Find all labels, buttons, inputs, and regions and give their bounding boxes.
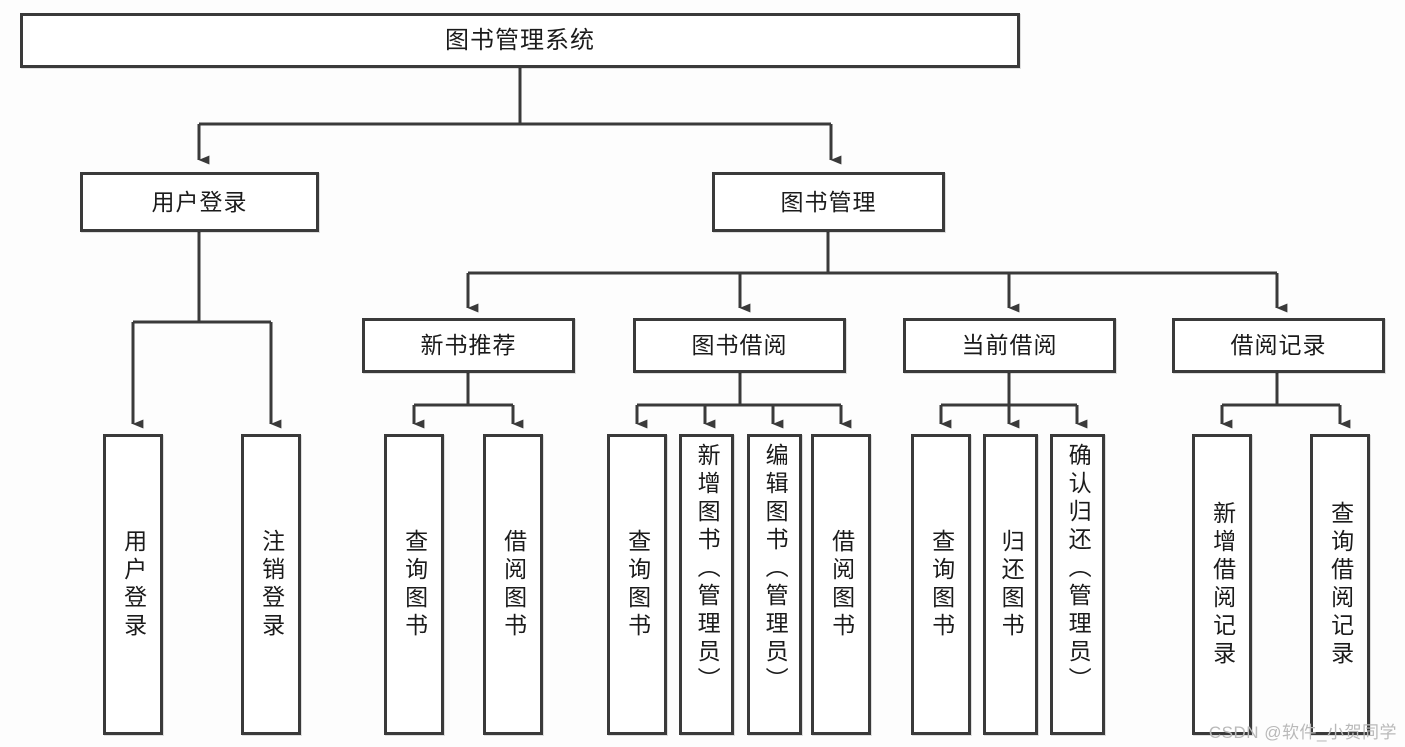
node-leaf-edit-book[interactable]: 编辑图书（管理员） xyxy=(747,434,802,735)
node-label: 用户登录 xyxy=(120,528,147,641)
node-leaf-query-book-1[interactable]: 查询图书 xyxy=(384,434,444,735)
node-label: 用户登录 xyxy=(151,188,248,215)
node-label: 新增图书（管理员） xyxy=(694,443,721,695)
node-label: 图书管理 xyxy=(780,188,877,215)
node-label: 借阅图书 xyxy=(500,528,527,641)
node-label: 新增借阅记录 xyxy=(1209,500,1236,669)
node-label: 编辑图书（管理员） xyxy=(762,443,789,695)
node-leaf-user-login[interactable]: 用户登录 xyxy=(103,434,163,735)
node-leaf-confirm-return[interactable]: 确认归还（管理员） xyxy=(1050,434,1105,735)
node-leaf-add-borrow-record[interactable]: 新增借阅记录 xyxy=(1192,434,1252,735)
node-root-system[interactable]: 图书管理系统 xyxy=(20,13,1020,68)
node-label: 确认归还（管理员） xyxy=(1065,443,1092,695)
csdn-watermark: CSDN @软件_小贺同学 xyxy=(1208,723,1397,742)
node-leaf-add-book[interactable]: 新增图书（管理员） xyxy=(679,434,734,735)
node-label: 当前借阅 xyxy=(961,332,1058,358)
node-label: 注销登录 xyxy=(258,528,285,641)
node-leaf-borrow-book-1[interactable]: 借阅图书 xyxy=(483,434,543,735)
node-label: 查询图书 xyxy=(928,528,955,641)
node-new-book-recommend[interactable]: 新书推荐 xyxy=(362,318,575,373)
node-label: 新书推荐 xyxy=(420,332,517,358)
node-leaf-return-book[interactable]: 归还图书 xyxy=(983,434,1038,735)
node-current-borrow[interactable]: 当前借阅 xyxy=(903,318,1116,373)
node-leaf-query-book-3[interactable]: 查询图书 xyxy=(911,434,971,735)
node-leaf-borrow-book-2[interactable]: 借阅图书 xyxy=(811,434,871,735)
node-leaf-logout-login[interactable]: 注销登录 xyxy=(241,434,301,735)
node-book-borrow[interactable]: 图书借阅 xyxy=(633,318,846,373)
node-label: 归还图书 xyxy=(998,528,1025,641)
node-label: 图书借阅 xyxy=(691,332,788,358)
node-label: 查询图书 xyxy=(624,528,651,641)
node-book-manage[interactable]: 图书管理 xyxy=(712,172,945,232)
node-leaf-query-book-2[interactable]: 查询图书 xyxy=(607,434,667,735)
node-label: 查询图书 xyxy=(401,528,428,641)
node-user-login[interactable]: 用户登录 xyxy=(80,172,319,232)
node-label: 查询借阅记录 xyxy=(1327,500,1354,669)
node-leaf-query-borrow-record[interactable]: 查询借阅记录 xyxy=(1310,434,1370,735)
node-label: 借阅图书 xyxy=(828,528,855,641)
node-label: 图书管理系统 xyxy=(445,26,595,54)
node-label: 借阅记录 xyxy=(1230,332,1327,358)
node-borrow-record[interactable]: 借阅记录 xyxy=(1172,318,1385,373)
